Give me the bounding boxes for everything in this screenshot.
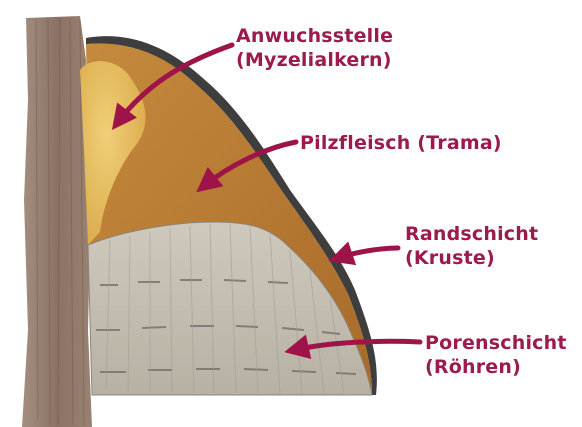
label-porenschicht-line1: Porenschicht xyxy=(425,331,567,355)
label-anwuchsstelle-line2: (Myzelialkern) xyxy=(236,48,393,72)
label-porenschicht: Porenschicht (Röhren) xyxy=(425,331,567,379)
label-randschicht-line2: (Kruste) xyxy=(405,246,538,270)
label-pilzfleisch: Pilzfleisch (Trama) xyxy=(300,131,502,155)
label-anwuchsstelle-line1: Anwuchsstelle xyxy=(236,24,393,48)
label-porenschicht-line2: (Röhren) xyxy=(425,355,567,379)
label-pilzfleisch-line1: Pilzfleisch (Trama) xyxy=(300,131,502,155)
label-anwuchsstelle: Anwuchsstelle (Myzelialkern) xyxy=(236,24,393,72)
label-randschicht-line1: Randschicht xyxy=(405,222,538,246)
label-randschicht: Randschicht (Kruste) xyxy=(405,222,538,270)
arrow-randschicht xyxy=(338,248,398,258)
